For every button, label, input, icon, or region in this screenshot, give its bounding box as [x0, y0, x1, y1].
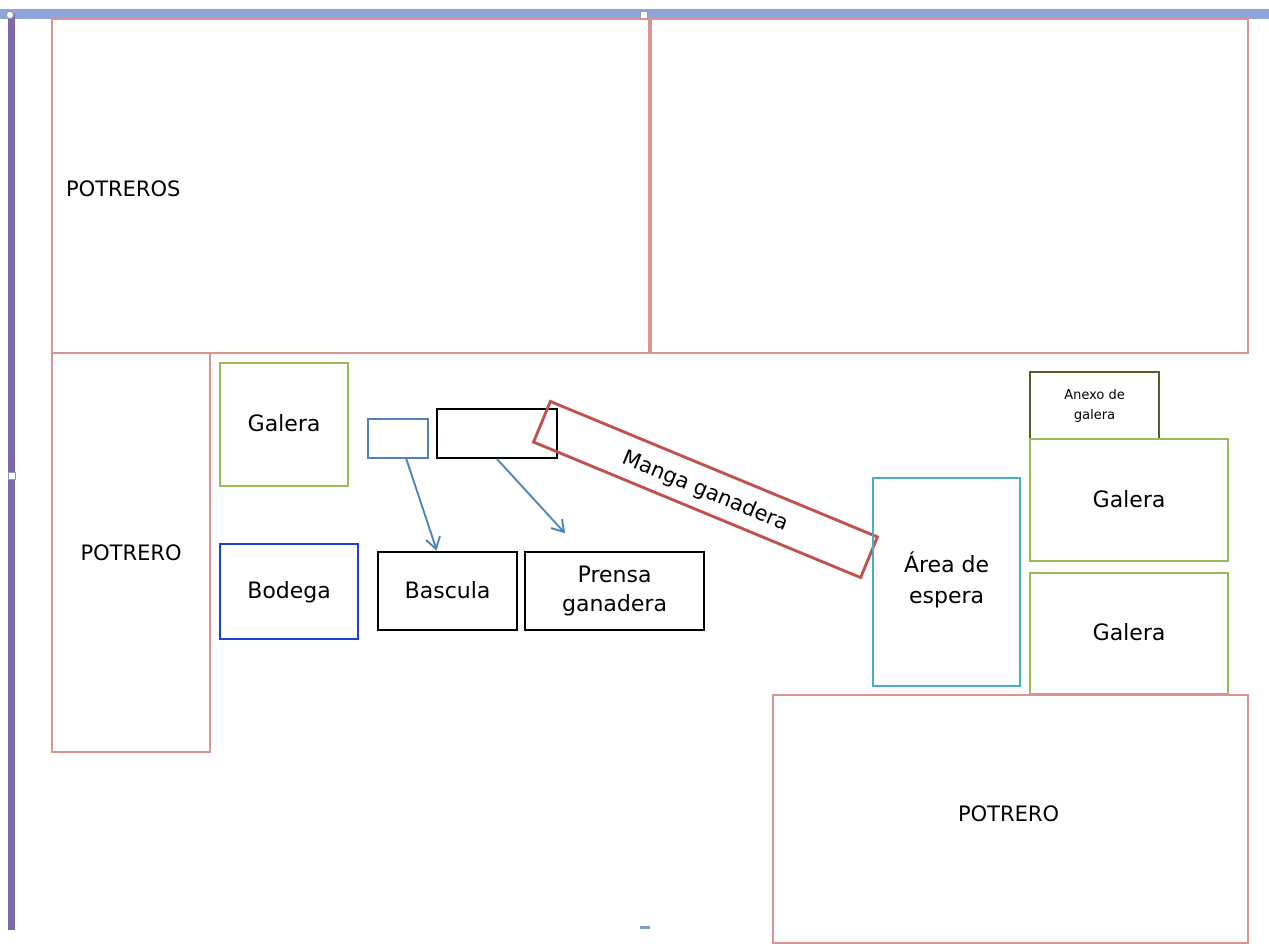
prensa-label-line1: Prensa	[577, 563, 652, 589]
galera-right-top-label: Galera	[1092, 487, 1166, 513]
espera-label-line2: espera	[908, 584, 985, 609]
anexo-label-line2: galera	[1073, 407, 1116, 423]
frame-top-border	[0, 9, 1269, 19]
espera-label-line1: Área de	[903, 553, 990, 579]
area-de-espera-box[interactable]: Área de espera	[872, 477, 1021, 687]
arrow-to-bascula	[405, 457, 441, 551]
potrero-left-label: POTRERO	[80, 540, 182, 565]
galera-right-bottom-label: Galera	[1092, 621, 1166, 646]
potrero-bottom-label: POTRERO	[957, 802, 1059, 826]
galera-right-bottom-box[interactable]: Galera	[1029, 572, 1229, 695]
galera-left-box[interactable]: Galera	[219, 362, 349, 487]
arrow-to-prensa	[496, 458, 566, 534]
potreros-top-right-zone[interactable]	[650, 18, 1249, 354]
small-blue-box[interactable]	[367, 418, 429, 459]
galera-left-label: Galera	[247, 412, 321, 437]
potrero-bottom-zone[interactable]: POTRERO	[772, 694, 1249, 944]
bodega-box[interactable]: Bodega	[219, 543, 359, 640]
bodega-label: Bodega	[247, 579, 331, 604]
black-box-top[interactable]	[436, 408, 558, 459]
potrero-left-zone[interactable]: POTRERO	[51, 352, 211, 753]
prensa-ganadera-box[interactable]: Prensa ganadera	[524, 551, 705, 631]
resize-handle-left-middle[interactable]	[8, 472, 16, 480]
anexo-de-galera-box[interactable]: Anexo de galera	[1029, 371, 1160, 440]
bascula-box[interactable]: Bascula	[377, 551, 518, 631]
galera-right-top-box[interactable]: Galera	[1029, 438, 1229, 562]
potreros-top-left-zone[interactable]	[51, 18, 650, 354]
prensa-label-line2: ganadera	[562, 592, 667, 617]
resize-handle-bottom-center	[640, 926, 650, 929]
manga-label: Manga ganadera	[619, 444, 792, 535]
anexo-label-line1: Anexo de	[1064, 388, 1125, 403]
bascula-label: Bascula	[404, 578, 491, 604]
potreros-top-label: POTREROS	[66, 177, 181, 201]
resize-handle-top-left[interactable]	[6, 11, 14, 19]
